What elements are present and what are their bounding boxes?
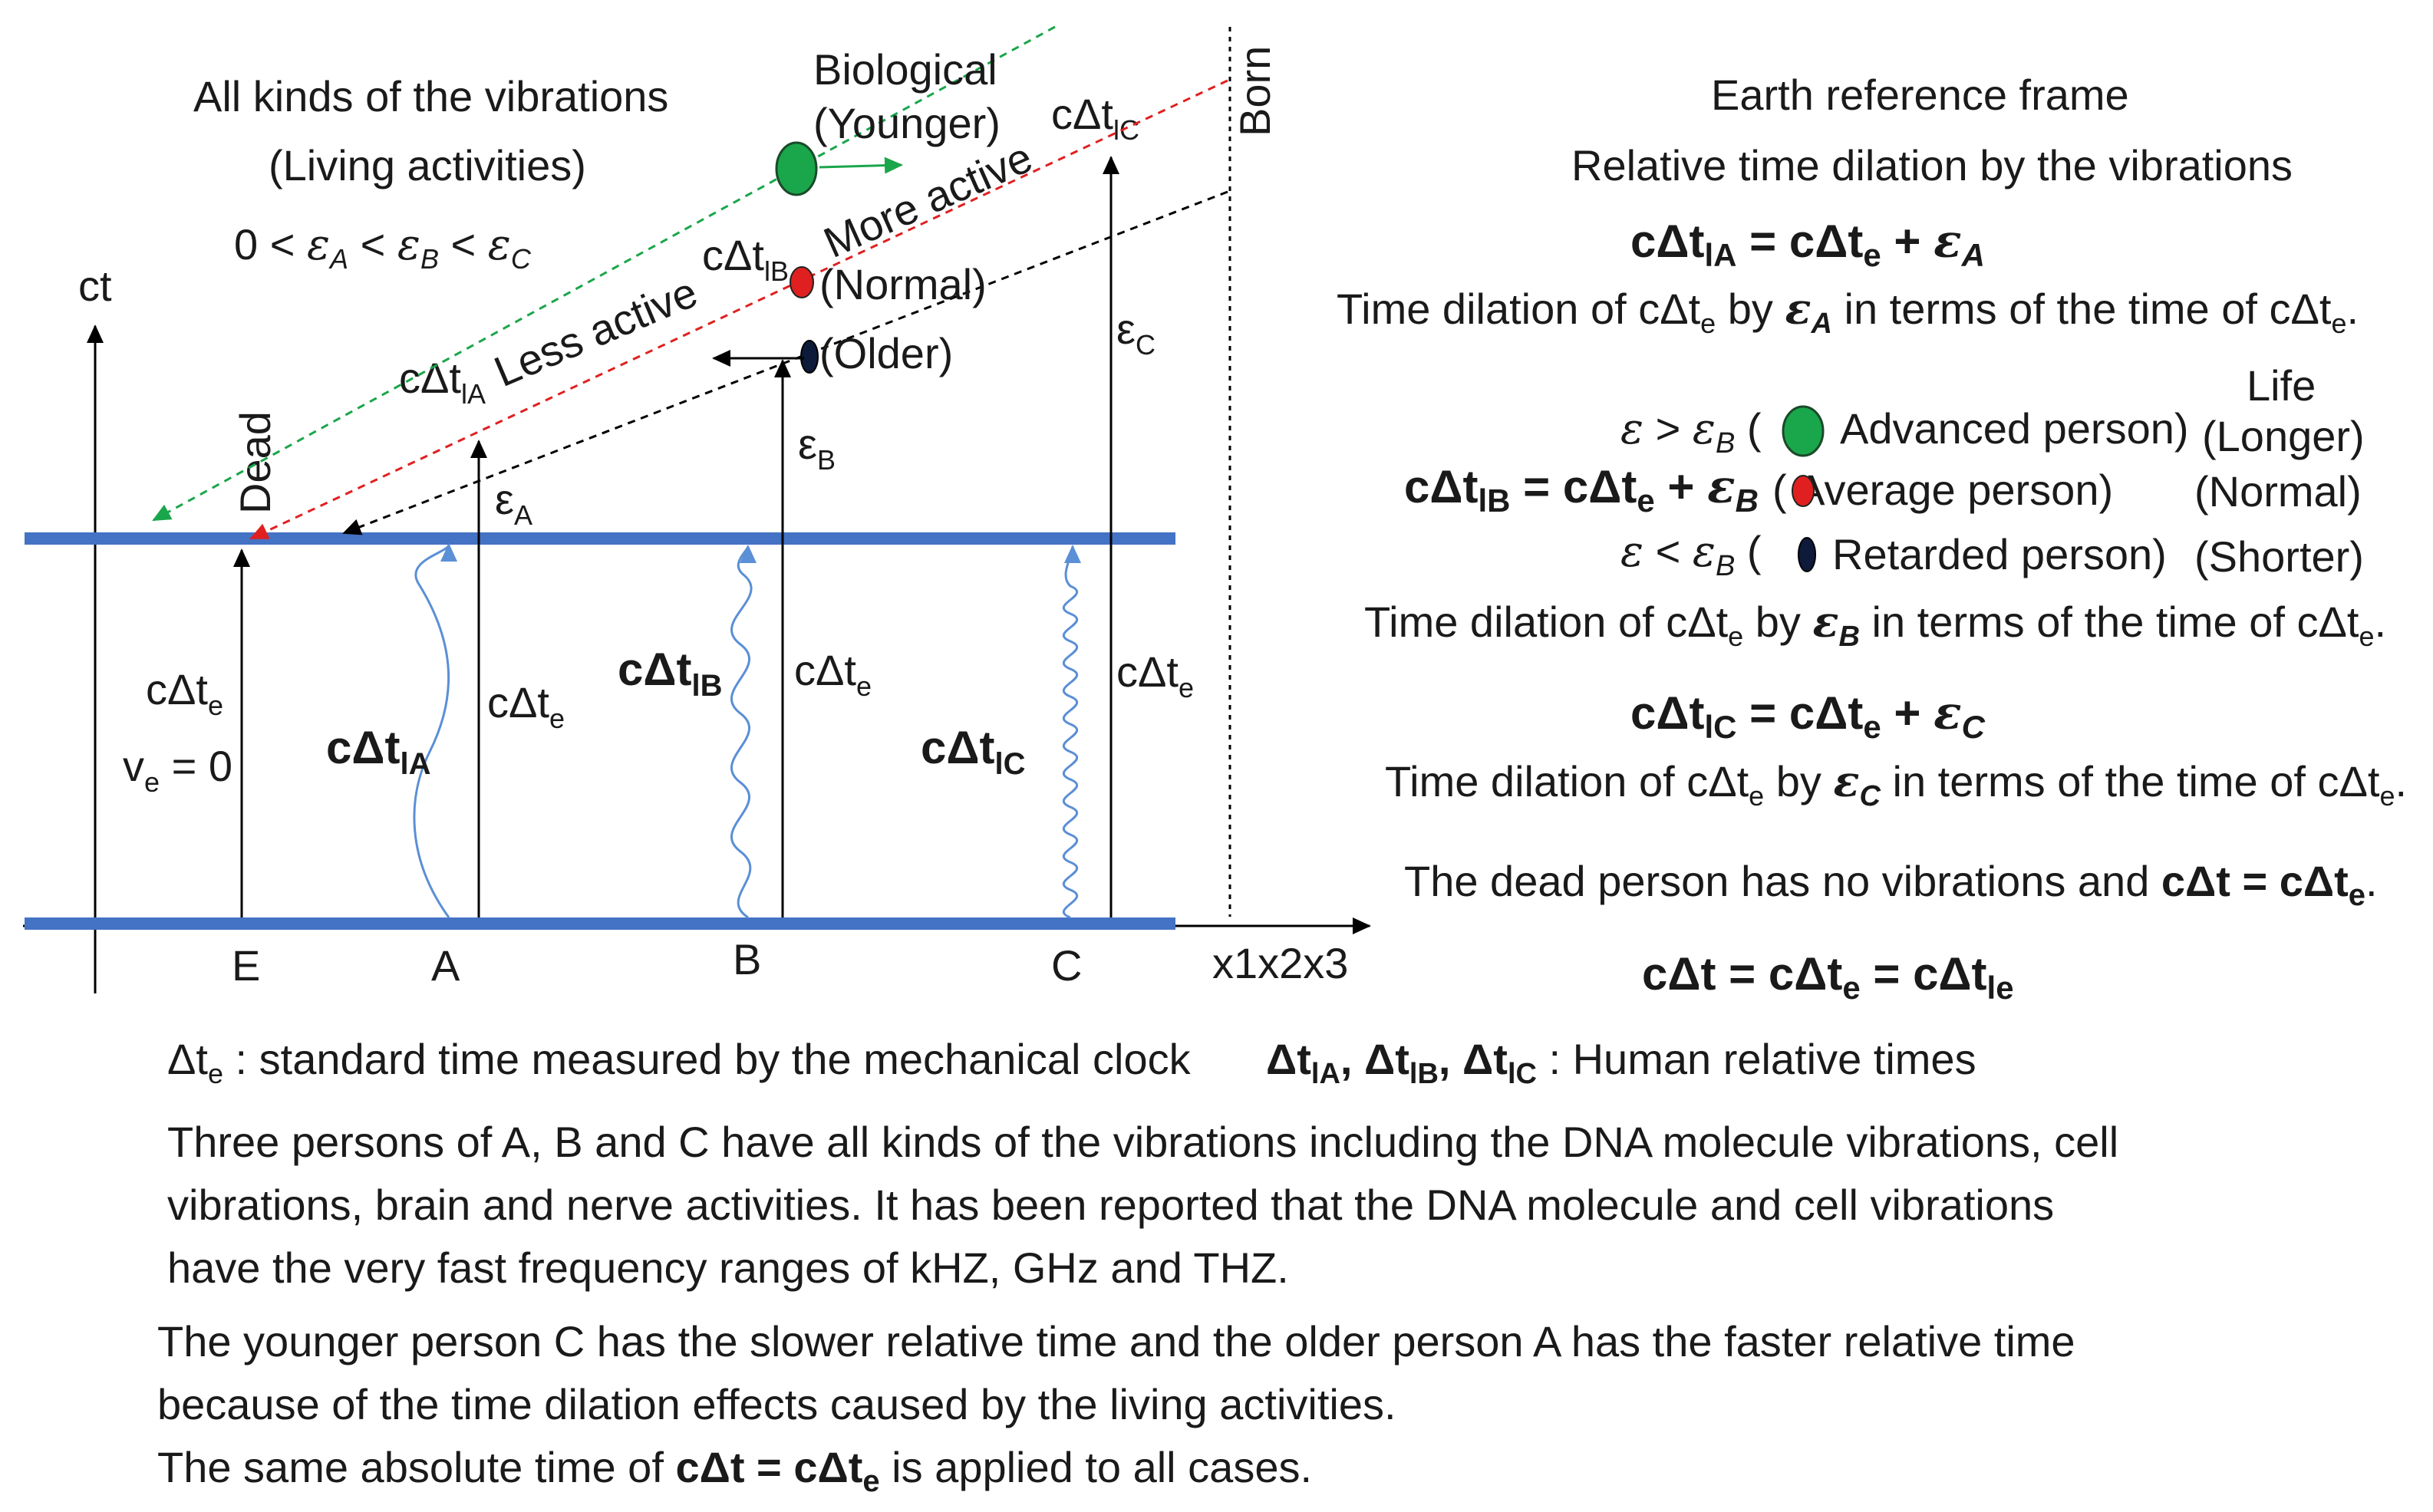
cte-label-a: cΔte: [487, 678, 565, 734]
red-dot: [790, 266, 814, 298]
eps-b-label: εB: [798, 420, 836, 476]
dead-note: The dead person has no vibrations and cΔ…: [1404, 857, 2378, 912]
eps-a-label: εA: [495, 475, 532, 531]
earth-frame-title: Earth reference frame: [1711, 71, 2129, 119]
green-motion-arrow: [819, 156, 903, 174]
ctlc-label: cΔtlC: [1051, 90, 1139, 146]
born-label: Born: [1231, 46, 1279, 137]
average-dot: [1792, 475, 1815, 507]
person-b-label: B: [733, 935, 761, 983]
ctla-bold: cΔtlA: [326, 722, 430, 781]
row1-cond: ε > εB (: [1620, 404, 1762, 460]
para2-line1: The younger person C has the slower rela…: [157, 1317, 2075, 1365]
cte-label-e: cΔte: [146, 665, 223, 721]
person-c-label: C: [1051, 941, 1082, 990]
wave-b: [730, 545, 757, 919]
upper-bar: [25, 532, 1175, 545]
row3-life: (Shorter): [2194, 532, 2364, 581]
para1-line3: have the very fast frequency ranges of k…: [167, 1244, 1289, 1292]
more-active-label: More active: [816, 133, 1039, 267]
ctla-label: cΔtlA: [399, 354, 486, 410]
ct-axis-label: ct: [78, 262, 112, 310]
eq-final: cΔt = cΔte = cΔtle: [1642, 948, 2014, 1006]
wave-c: [1063, 545, 1081, 919]
eq-b: cΔtlB = cΔte + εB: [1404, 460, 1759, 519]
ctlb-label: cΔtlB: [702, 231, 789, 287]
para2-line3: The same absolute time of cΔt = cΔte is …: [157, 1443, 1312, 1498]
ve-label: ve = 0: [123, 742, 232, 798]
row2-life: (Normal): [2194, 467, 2362, 516]
green-dot: [775, 141, 818, 196]
red-diagonal: [249, 79, 1228, 540]
green-diagonal: [152, 25, 1056, 522]
eq-c: cΔtlC = cΔte + εC: [1630, 687, 1986, 745]
wave-a: [413, 543, 457, 918]
ctlb-bold: cΔtlB: [618, 644, 722, 703]
dilation-b: Time dilation of cΔte by εB in terms of …: [1364, 597, 2386, 653]
person-e-label: E: [232, 941, 260, 990]
row3-text: Retarded person): [1832, 530, 2167, 578]
dead-label: Dead: [231, 411, 279, 514]
ctlc-bold: cΔtlC: [921, 722, 1025, 781]
navy-dot: [800, 340, 819, 374]
human-times-note: ΔtlA, ΔtlB, ΔtlC : Human relative times: [1266, 1035, 1976, 1090]
para1-line1: Three persons of A, B and C have all kin…: [167, 1118, 2118, 1166]
dilation-c: Time dilation of cΔte by εC in terms of …: [1385, 756, 2407, 812]
x-axis-label: x1x2x3: [1212, 939, 1348, 987]
para1-line2: vibrations, brain and nerve activities. …: [167, 1181, 2054, 1229]
epsilon-inequality: 0 < εA < εB < εC: [234, 220, 532, 275]
row2-text: ( Average person): [1772, 466, 2113, 514]
advanced-dot: [1782, 405, 1825, 457]
para2-line2: because of the time dilation effects cau…: [157, 1380, 1396, 1428]
younger-label: (Younger): [813, 99, 1001, 147]
vibrations-line2: (Living activities): [269, 141, 586, 189]
eps-c-label: εC: [1116, 305, 1156, 361]
retarded-dot: [1798, 537, 1816, 572]
relative-dilation-title: Relative time dilation by the vibrations: [1571, 141, 2293, 189]
row1-life: (Longer): [2202, 412, 2365, 460]
biological-title: Biological: [813, 45, 997, 94]
cte-label-c: cΔte: [1116, 647, 1194, 703]
person-a-label: A: [431, 941, 460, 990]
std-time-note: Δte : standard time measured by the mech…: [167, 1035, 1192, 1089]
black-diagonal: [342, 190, 1228, 535]
row1-text: Advanced person): [1840, 404, 2189, 453]
dilation-a: Time dilation of cΔte by εA in terms of …: [1337, 284, 2359, 340]
cte-label-b: cΔte: [794, 646, 872, 702]
vibrations-line1: All kinds of the vibrations: [193, 72, 668, 120]
life-header: Life: [2247, 361, 2316, 410]
row3-cond: ε < εB (: [1620, 527, 1762, 582]
eq-a: cΔtlA = cΔte + εA: [1630, 215, 1985, 273]
lower-bar: [25, 917, 1175, 930]
older-label: (Older): [819, 329, 953, 377]
normal-label: (Normal): [819, 260, 987, 308]
